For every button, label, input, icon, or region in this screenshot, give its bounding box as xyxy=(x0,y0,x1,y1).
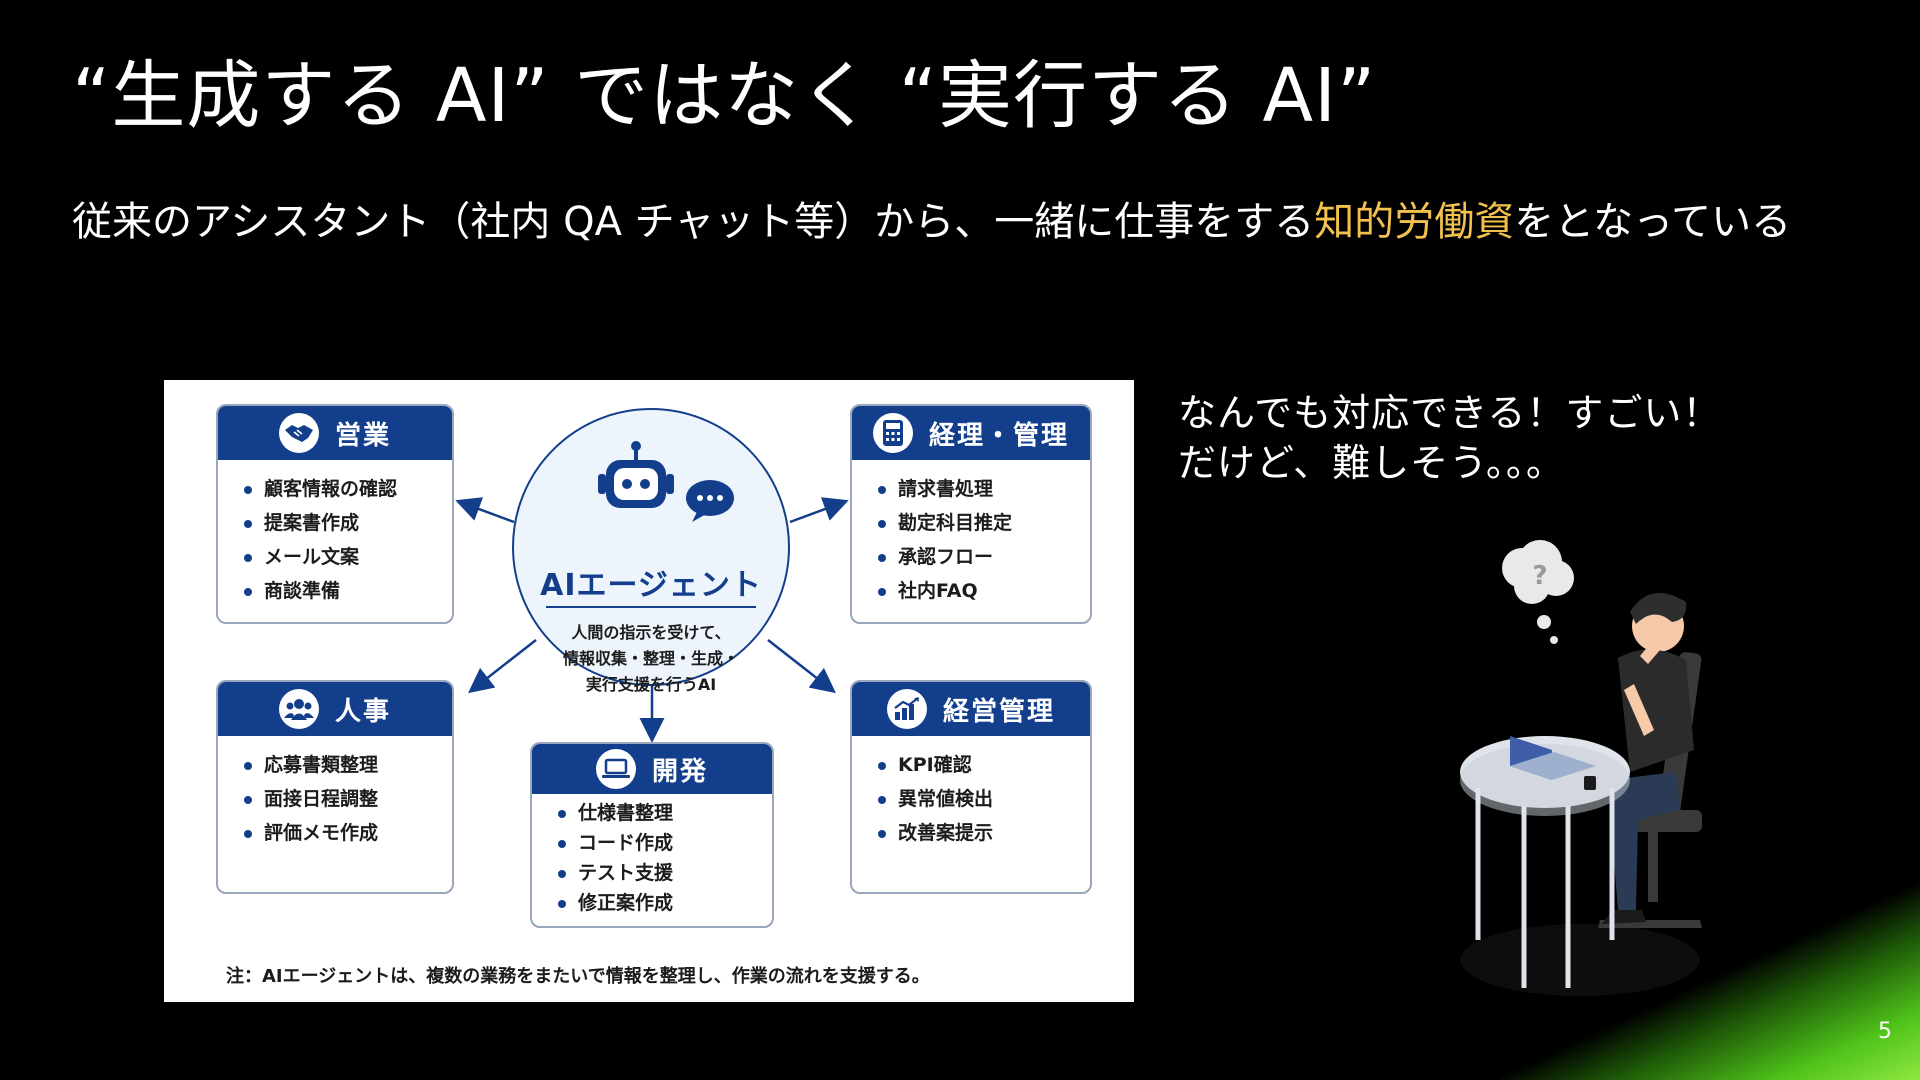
card-sales-list: 顧客情報の確認 提案書作成 メール文案 商談準備 xyxy=(218,460,452,608)
card-sales-title: 営業 xyxy=(334,420,391,451)
card-sales: 営業 顧客情報の確認 提案書作成 メール文案 商談準備 xyxy=(216,404,454,624)
arrow-to-hr xyxy=(468,639,537,694)
card-management-header: 経営管理 xyxy=(852,682,1090,736)
list-item: 勘定科目推定 xyxy=(878,506,1090,540)
thought-bubble xyxy=(1502,540,1574,644)
subtitle-highlight: 知的労働資 xyxy=(1314,199,1515,245)
handshake-icon xyxy=(278,413,319,453)
card-hr-header: 人事 xyxy=(218,682,452,736)
question-mark: ? xyxy=(1532,561,1547,591)
hub-description: 人間の指示を受けて、 情報収集・整理・生成・ 実行支援を行うAI xyxy=(562,623,739,694)
card-hr-list: 応募書類整理 面接日程調整 評価メモ作成 xyxy=(218,736,452,850)
laptop-icon xyxy=(595,749,636,789)
list-item: 社内FAQ xyxy=(878,574,1090,608)
list-item: 異常値検出 xyxy=(878,782,1090,816)
subtitle-text: 従来のアシスタント（社内 QA チャット等）から、一緒に仕事をする xyxy=(72,199,1315,245)
list-item: 提案書作成 xyxy=(244,506,452,540)
arrow-to-sales xyxy=(455,497,515,524)
card-accounting-header: 経理・管理 xyxy=(852,406,1090,460)
chat-bubble-icon xyxy=(686,480,734,522)
robot-icon xyxy=(598,441,674,508)
slide-subtitle: 従来のアシスタント（社内 QA チャット等）から、一緒に仕事をする知的労働資をと… xyxy=(72,196,1791,248)
list-item: 仕様書整理 xyxy=(558,798,772,828)
list-item: KPI確認 xyxy=(878,748,1090,782)
ai-agent-hub: AIエージェント 人間の指示を受けて、 情報収集・整理・生成・ 実行支援を行うA… xyxy=(512,408,790,694)
card-hr: 人事 応募書類整理 面接日程調整 評価メモ作成 xyxy=(216,680,454,894)
card-management-title: 経営管理 xyxy=(942,696,1055,727)
card-accounting-title: 経理・管理 xyxy=(928,420,1069,451)
list-item: 修正案作成 xyxy=(558,888,772,918)
card-dev-header: 開発 xyxy=(532,744,772,794)
calculator-icon xyxy=(872,413,913,453)
arrow-to-management xyxy=(767,639,836,694)
diagram-arrows xyxy=(455,497,849,743)
page-number: 5 xyxy=(1878,1019,1892,1044)
diagram-note: 注：AIエージェントは、複数の業務をまたいで情報を整理し、作業の流れを支援する。 xyxy=(226,966,930,987)
list-item: コード作成 xyxy=(558,828,772,858)
list-item: 面接日程調整 xyxy=(244,782,452,816)
card-sales-header: 営業 xyxy=(218,406,452,460)
people-icon xyxy=(278,689,319,729)
list-item: 請求書処理 xyxy=(878,472,1090,506)
slide-title: “生成する AI” ではなく “実行する AI” xyxy=(72,53,1377,139)
list-item: 商談準備 xyxy=(244,574,452,608)
list-item: テスト支援 xyxy=(558,858,772,888)
card-management-list: KPI確認 異常値検出 改善案提示 xyxy=(852,736,1090,850)
card-dev: 開発 仕様書整理 コード作成 テスト支援 修正案作成 xyxy=(530,742,774,928)
subtitle-text-end: をとなっている xyxy=(1514,199,1792,245)
card-hr-title: 人事 xyxy=(334,696,391,727)
arrow-to-accounting xyxy=(789,497,849,524)
list-item: 評価メモ作成 xyxy=(244,816,452,850)
chart-icon xyxy=(886,689,927,729)
list-item: 応募書類整理 xyxy=(244,748,452,782)
list-item: 顧客情報の確認 xyxy=(244,472,452,506)
decorative-gradient xyxy=(1500,860,1920,1080)
card-accounting-list: 請求書処理 勘定科目推定 承認フロー 社内FAQ xyxy=(852,460,1090,608)
card-accounting: 経理・管理 請求書処理 勘定科目推定 承認フロー 社内FAQ xyxy=(850,404,1092,624)
card-management: 経営管理 KPI確認 異常値検出 改善案提示 xyxy=(850,680,1092,894)
card-dev-list: 仕様書整理 コード作成 テスト支援 修正案作成 xyxy=(532,794,772,918)
card-dev-title: 開発 xyxy=(651,756,708,787)
hub-divider xyxy=(546,606,756,608)
ai-agent-diagram: AIエージェント 人間の指示を受けて、 情報収集・整理・生成・ 実行支援を行うA… xyxy=(164,380,1134,1002)
comment-text: なんでも対応できる！すごい！ だけど、難しそう。。。 xyxy=(1178,391,1722,485)
list-item: 承認フロー xyxy=(878,540,1090,574)
list-item: メール文案 xyxy=(244,540,452,574)
list-item: 改善案提示 xyxy=(878,816,1090,850)
hub-title: AIエージェント xyxy=(540,568,762,603)
